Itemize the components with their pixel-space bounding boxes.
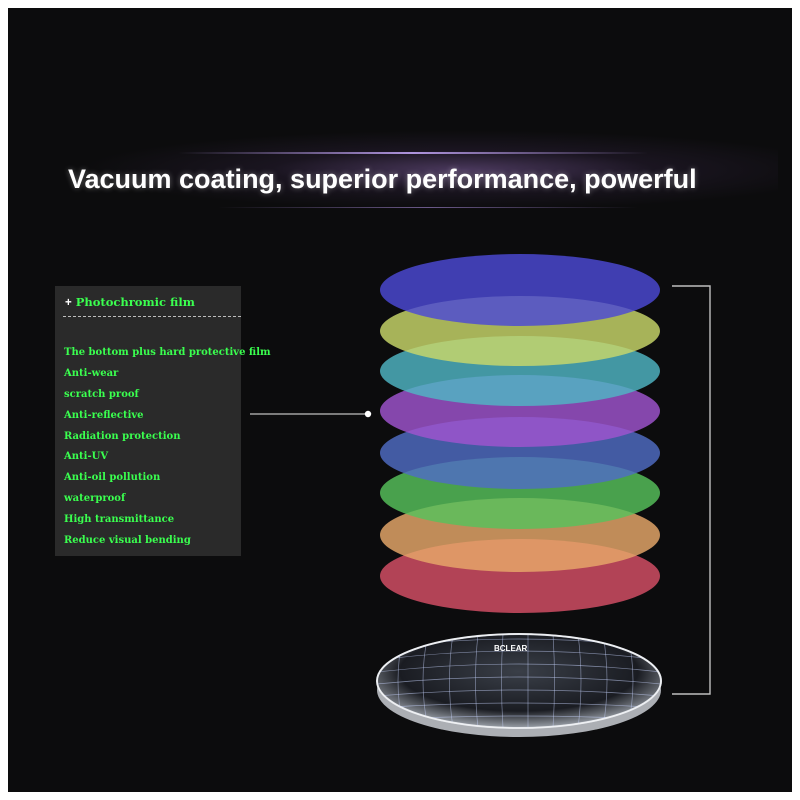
feature-item: Radiation protection <box>64 430 181 442</box>
headline: Vacuum coating, superior performance, po… <box>68 164 697 194</box>
feature-item: Anti-UV <box>64 451 109 463</box>
feature-item: Anti-oil pollution <box>64 472 161 484</box>
feature-item: scratch proof <box>64 388 139 400</box>
panel-title-text: Photochromic film <box>75 295 195 309</box>
glow-streak-top <box>178 152 648 154</box>
feature-item: High transmittance <box>64 514 175 526</box>
feature-panel: +Photochromic film The bottom plus hard … <box>55 286 271 556</box>
headline-glow <box>78 130 778 210</box>
layers-bracket <box>672 285 711 695</box>
feature-item: The bottom plus hard protective film <box>64 347 271 358</box>
film-layers <box>380 254 660 613</box>
lens-brand-label: BCLEAR <box>494 644 528 653</box>
connector-dot <box>364 410 372 418</box>
panel-divider <box>63 316 241 317</box>
feature-item: Anti-wear <box>64 367 119 379</box>
feature-item: waterproof <box>64 493 126 505</box>
clear-lens <box>376 633 662 737</box>
lens-layers-illustration <box>250 254 711 737</box>
product-banner: Vacuum coating, superior performance, po… <box>8 8 792 792</box>
film-layer-1 <box>380 254 660 326</box>
feature-item: Reduce visual bending <box>64 535 191 547</box>
glow-streak-bottom <box>218 207 638 208</box>
feature-item: Anti-reflective <box>64 409 144 421</box>
feature-list: The bottom plus hard protective film Ant… <box>64 343 271 552</box>
plus-icon: + <box>65 297 72 309</box>
panel-title: +Photochromic film <box>65 295 195 309</box>
